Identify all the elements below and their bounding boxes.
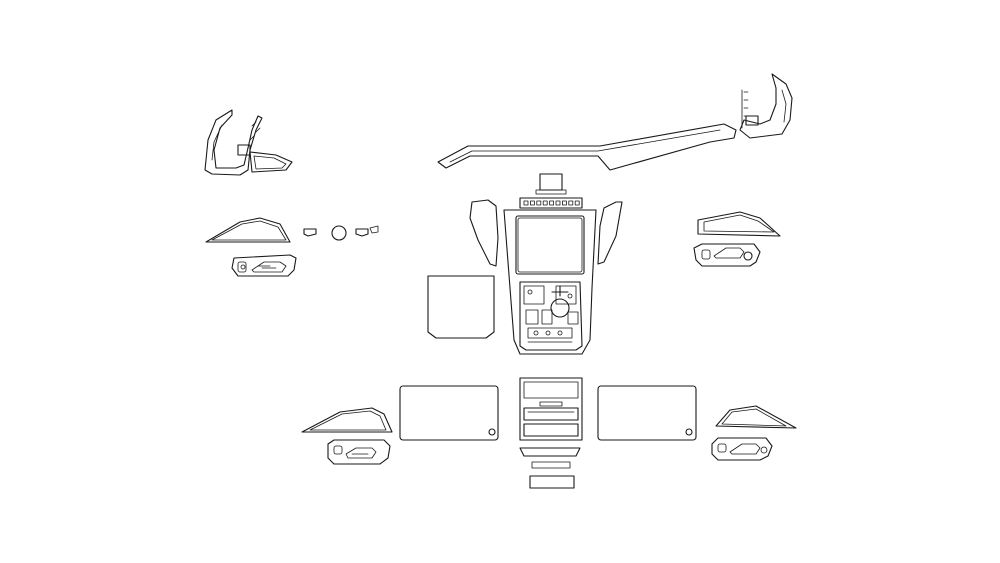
rear-console-lower-strip — [519, 447, 581, 489]
gear-shifter-area — [523, 285, 579, 343]
right-front-seat-control — [693, 243, 761, 267]
rear-left-seat-control — [327, 439, 391, 465]
center-console-main — [503, 209, 597, 355]
dashboard-trim-strip — [437, 123, 737, 171]
rear-right-seat-control — [711, 437, 773, 461]
left-a-pillar-trim — [204, 109, 263, 176]
left-steering-buttons — [303, 225, 379, 241]
rear-right-screen — [597, 385, 697, 441]
vent-slot — [530, 200, 535, 206]
left-front-door-trim — [205, 217, 291, 243]
vent-slot — [536, 200, 542, 206]
right-front-door-trim — [697, 211, 781, 237]
left-dash-corner-panel — [249, 151, 293, 173]
rear-right-door-trim — [715, 405, 797, 429]
center-vent-strip — [519, 197, 583, 209]
rear-left-screen — [399, 385, 499, 441]
vent-slot — [523, 200, 529, 206]
vent-slot — [562, 200, 567, 206]
rear-left-door-trim — [301, 407, 393, 433]
center-top-module — [535, 173, 567, 195]
glovebox-panel — [427, 275, 495, 339]
center-screen-outline — [515, 215, 585, 275]
vent-slot — [549, 200, 554, 206]
rear-center-console — [519, 377, 583, 441]
left-front-seat-control — [231, 254, 297, 277]
vent-slot — [555, 200, 561, 206]
vent-slot — [574, 200, 580, 206]
vent-slot — [568, 200, 574, 206]
vent-slot — [542, 200, 548, 206]
right-console-side-panel — [597, 201, 623, 265]
right-a-pillar-trim — [739, 73, 793, 139]
left-console-side-panel — [469, 199, 499, 267]
